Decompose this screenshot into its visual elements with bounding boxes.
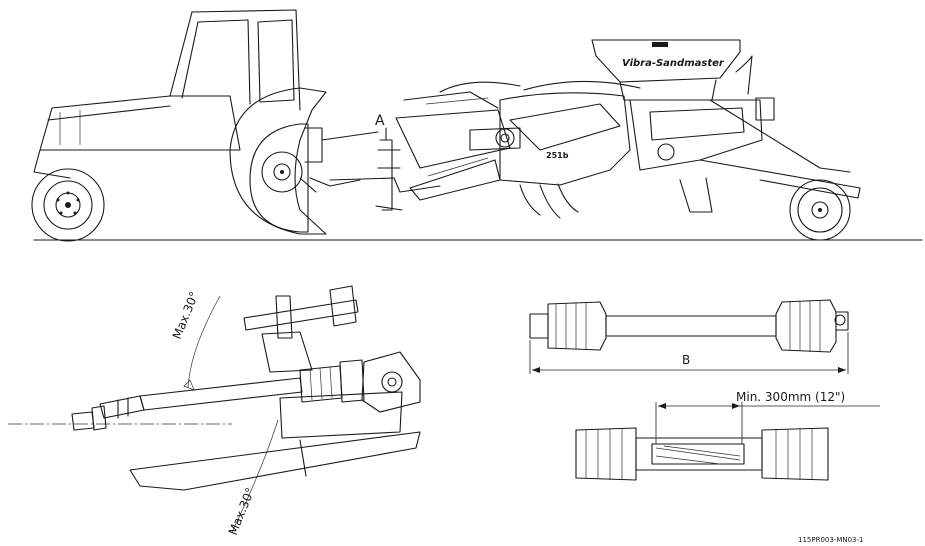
figure-code: 115PR003-MN03-1 [798,536,864,544]
tractor-hitch [304,127,323,163]
min-overlap-label: Min. 300mm (12") [736,390,845,404]
gearbox-decal: 251b [546,151,569,160]
pto-shaft-angled [71,359,365,431]
tractor-hood [39,95,241,151]
shaft-tube-b [605,315,777,337]
hopper [591,39,741,83]
lower-angle-label: Max.30° [226,486,258,538]
upper-angle-arc [187,295,221,389]
tractor-cab [169,9,301,111]
lower-arm [129,431,421,491]
label-a: A [375,113,385,129]
lower-angle-arc [231,419,279,533]
tractor-rear-wheel [249,123,309,233]
tines [519,184,541,216]
machine-body [499,92,631,186]
overlap-view: Min. 300mm (12") [575,390,880,481]
upper-angle-label: Max.30° [170,290,202,342]
label-b: B [682,353,690,367]
gearbox [361,351,421,413]
brand-decal: Vibra-Sandmaster [622,58,725,69]
vibra-sandmaster-machine: Vibra-Sandmaster 251b [329,39,861,241]
tractor-side-view [31,9,923,242]
tractor-front-wheel [31,168,105,242]
angle-detail-view: Max.30° Max.30° [8,285,421,538]
tractor-fender [229,87,327,235]
top-link [243,299,359,331]
rear-roller [789,179,851,241]
shaft-length-view: B [529,299,849,374]
pto-line-a [321,131,379,141]
